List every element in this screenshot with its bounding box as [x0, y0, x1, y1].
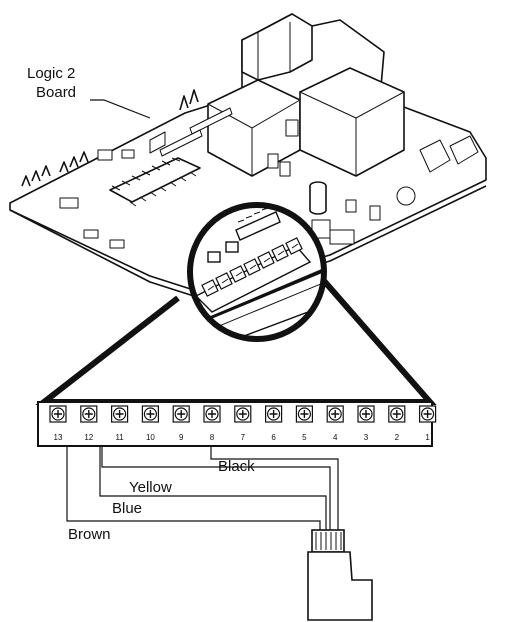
terminal-number: 10 — [146, 433, 155, 442]
callout-label-line1: Logic 2 — [27, 65, 75, 82]
screw-slot-icon — [392, 410, 401, 418]
screw-slot-icon — [300, 410, 309, 418]
sensor-connector — [307, 529, 373, 621]
terminal-number: 3 — [364, 433, 369, 442]
wire-bundle — [66, 446, 339, 530]
screw-slot-icon — [84, 410, 93, 418]
terminal-13: 13 — [49, 405, 67, 442]
terminal-number: 12 — [84, 433, 93, 442]
terminal-number: 11 — [115, 433, 124, 442]
terminal-10: 10 — [141, 405, 159, 442]
screw-slot-icon — [423, 410, 432, 418]
callout-label-line2: Board — [36, 84, 76, 101]
terminal-11: 11 — [110, 405, 129, 442]
terminal-1: 1 — [419, 405, 437, 442]
terminal-number: 13 — [54, 433, 63, 442]
screw-slot-icon — [146, 410, 155, 418]
screw-slot-icon — [238, 410, 247, 418]
screw-slot-icon — [54, 410, 62, 418]
terminal-number: 9 — [179, 433, 184, 442]
terminal-number: 1 — [425, 433, 430, 442]
terminal-3: 3 — [357, 405, 375, 442]
logic-2-board — [9, 13, 487, 299]
terminal-number: 8 — [210, 433, 215, 442]
screw-slot-icon — [362, 410, 370, 418]
wire-label-blue: Blue — [112, 500, 142, 517]
screw-slot-icon — [115, 410, 124, 418]
terminal-4: 4 — [326, 405, 344, 442]
terminal-number: 6 — [271, 433, 276, 442]
callout-leader-line — [90, 99, 151, 119]
terminal-number: 5 — [302, 433, 307, 442]
wire-label-black: Black — [218, 458, 255, 475]
screw-slot-icon — [331, 410, 340, 418]
wire-black — [210, 446, 339, 530]
wire-label-yellow: Yellow — [129, 479, 172, 496]
terminal-9: 9 — [172, 405, 190, 442]
terminal-number: 7 — [241, 433, 246, 442]
terminal-number: 4 — [333, 433, 338, 442]
terminal-8: 8 — [203, 405, 221, 442]
wire-blue — [99, 446, 327, 530]
screw-slot-icon — [177, 410, 186, 418]
terminal-6: 6 — [265, 405, 283, 442]
screw-slot-icon — [208, 410, 216, 418]
wire-yellow — [101, 446, 331, 530]
magnifier-circle — [187, 202, 327, 342]
terminal-number: 2 — [395, 433, 400, 442]
wire-brown — [66, 446, 321, 530]
terminal-12: 12 — [80, 405, 98, 442]
screw-slot-icon — [269, 410, 278, 418]
terminal-2: 2 — [388, 405, 406, 442]
terminal-7: 7 — [234, 405, 252, 442]
terminal-5: 5 — [295, 405, 313, 442]
terminal-strip: 13 12 11 10 9 8 7 6 5 4 3 2 1 — [37, 401, 437, 447]
wire-label-brown: Brown — [68, 526, 111, 543]
